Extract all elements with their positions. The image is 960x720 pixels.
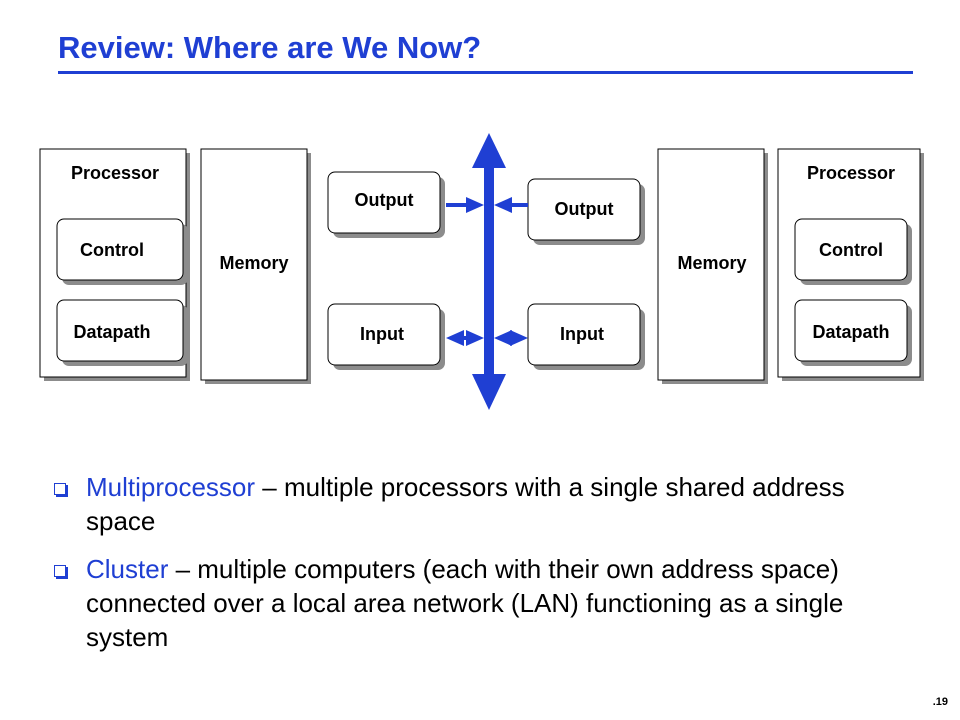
square-bullet-icon	[54, 565, 66, 577]
right-output-box: Output	[527, 178, 645, 245]
left-processor-label: Processor	[71, 163, 159, 183]
bullet-term: Cluster	[86, 554, 169, 584]
computer-organization-diagram: Processor Control Datapath Memory Output…	[39, 133, 924, 410]
right-input-box: Input	[527, 303, 645, 370]
right-output-arrow	[494, 197, 528, 213]
left-input-box: Input	[327, 303, 445, 370]
right-datapath-box: Datapath	[794, 299, 912, 366]
left-input-arrow	[446, 330, 484, 346]
right-control-box: Control	[794, 218, 912, 285]
page-number: .19	[932, 696, 948, 708]
right-processor-label: Processor	[807, 163, 895, 183]
left-control-label: Control	[80, 240, 144, 260]
right-memory-box: Memory	[657, 148, 768, 384]
left-control-box: Control	[56, 218, 188, 285]
bullet-multiprocessor: Multiprocessor – multiple processors wit…	[52, 470, 912, 538]
bullet-cluster: Cluster – multiple computers (each with …	[52, 552, 912, 654]
title-underline	[58, 71, 913, 74]
right-input-label: Input	[560, 324, 604, 344]
right-control-label: Control	[819, 240, 883, 260]
shared-bus	[472, 133, 506, 410]
left-output-arrow	[446, 197, 484, 213]
left-memory-box: Memory	[200, 148, 311, 384]
square-bullet-icon	[54, 483, 66, 495]
right-datapath-label: Datapath	[812, 322, 889, 342]
bullet-list: Multiprocessor – multiple processors wit…	[52, 470, 912, 668]
bullet-text: – multiple processors with a single shar…	[86, 472, 845, 536]
left-datapath-label: Datapath	[73, 322, 150, 342]
bullet-term: Multiprocessor	[86, 472, 256, 502]
left-output-box: Output	[327, 171, 445, 238]
bullet-text: – multiple computers (each with their ow…	[86, 554, 844, 652]
right-output-label: Output	[555, 199, 614, 219]
left-memory-label: Memory	[219, 253, 288, 273]
right-memory-label: Memory	[677, 253, 746, 273]
page-title: Review: Where are We Now?	[58, 30, 482, 65]
left-output-label: Output	[355, 190, 414, 210]
right-input-arrow	[494, 330, 528, 346]
left-datapath-box: Datapath	[56, 299, 188, 366]
left-input-label: Input	[360, 324, 404, 344]
